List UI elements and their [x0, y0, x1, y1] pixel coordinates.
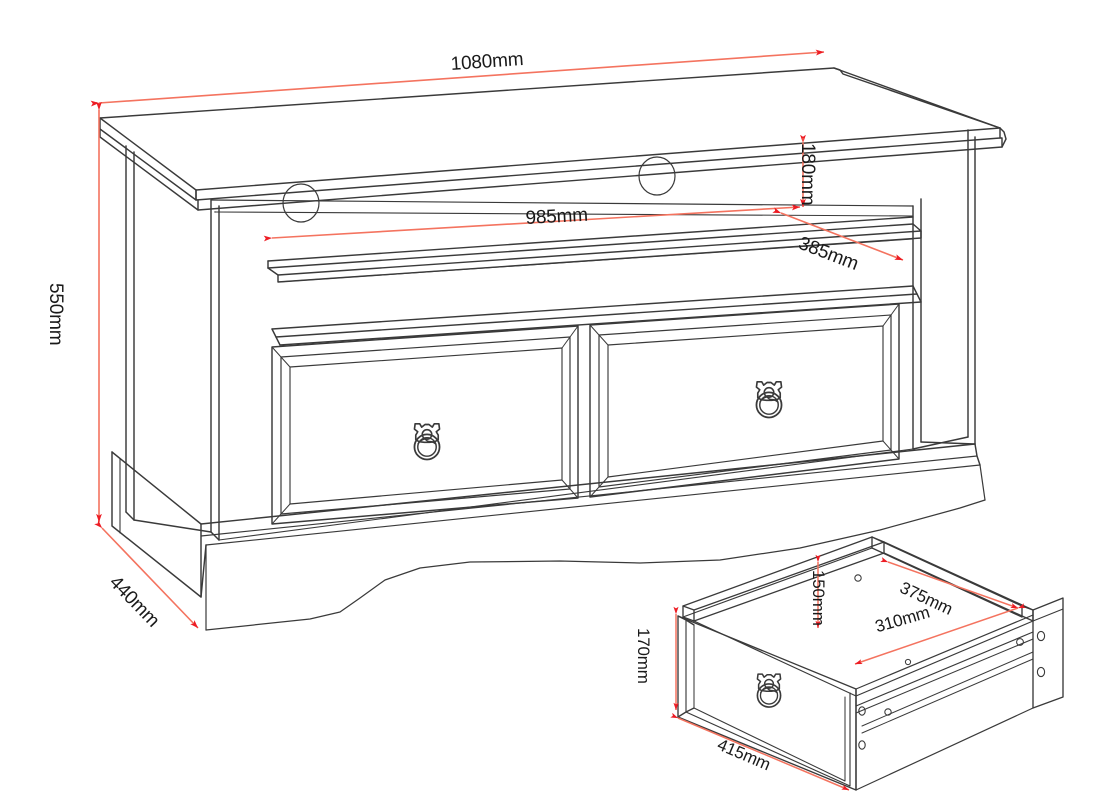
dimension-label-550mm: 550mm	[45, 283, 66, 346]
dimension-label-150mm: 150mm	[809, 570, 828, 626]
drawer-rail	[271, 285, 922, 346]
handle-right-drawer	[755, 380, 783, 419]
drawer-detail-geometry	[677, 536, 1064, 791]
handle-drawer-detail	[756, 673, 782, 708]
dimension-415mm-line	[670, 712, 850, 791]
dimension-label-985mm: 985mm	[525, 204, 589, 229]
cabinet-geometry	[99, 67, 1007, 631]
left-side-panel	[125, 145, 220, 541]
main-dimension-lines	[90, 49, 904, 629]
dimension-375mm-line	[880, 557, 1019, 609]
dimension-1080mm-line	[90, 49, 825, 107]
top-panel	[99, 67, 1007, 211]
handle-left-drawer	[413, 422, 441, 461]
dimension-985mm-line	[263, 204, 801, 242]
drawer-front-left	[271, 325, 579, 525]
carcass-bottom-edge	[218, 448, 914, 541]
right-side-panel	[912, 129, 976, 450]
dimension-440mm-line	[94, 520, 199, 629]
drawer-dimension-lines	[670, 554, 1026, 791]
drawer-front-right	[589, 303, 900, 498]
dimension-label-180mm: 180mm	[797, 143, 818, 206]
dimension-385mm-line	[772, 207, 904, 261]
dimension-310mm-line	[854, 603, 1026, 665]
dimension-label-170mm: 170mm	[634, 628, 653, 684]
plinth-base	[111, 443, 986, 631]
